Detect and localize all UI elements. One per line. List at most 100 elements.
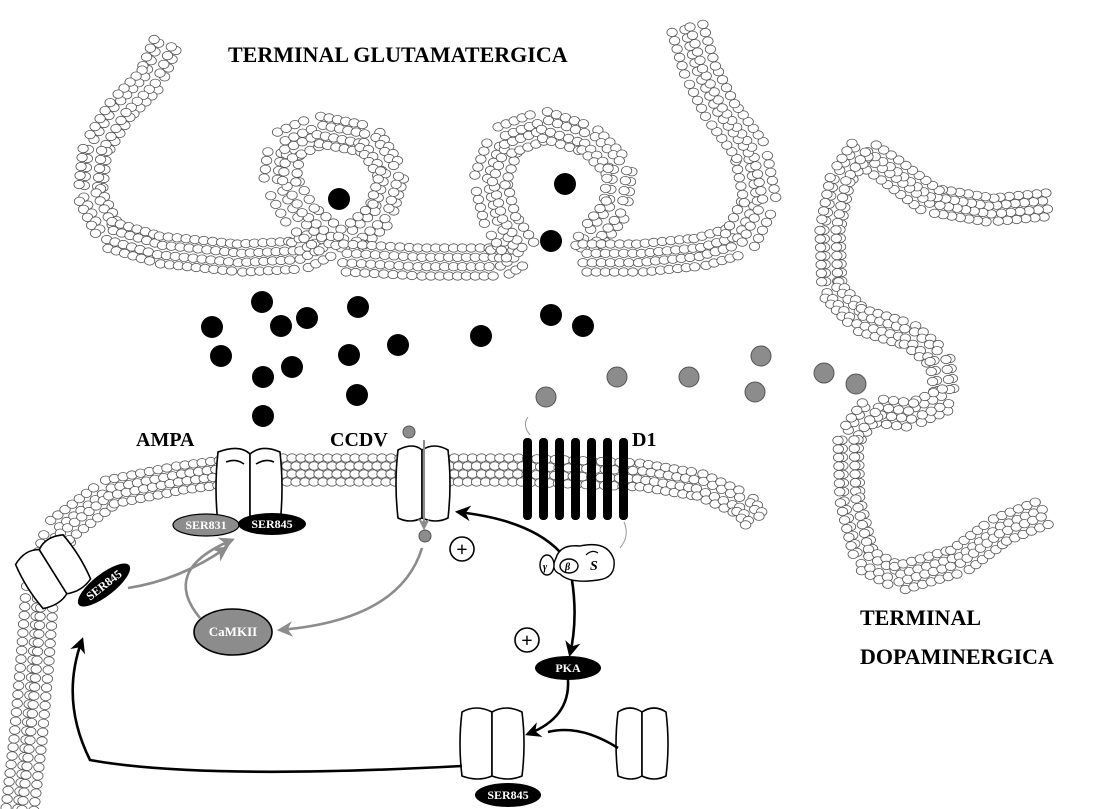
membrane-bead bbox=[277, 177, 287, 185]
membrane-bead bbox=[28, 701, 38, 709]
membrane-bead bbox=[223, 258, 233, 266]
glutamate-vesicle-dot bbox=[540, 230, 562, 252]
membrane-bead bbox=[679, 70, 689, 78]
membrane-bead bbox=[1036, 513, 1046, 521]
membrane-bead bbox=[14, 681, 24, 689]
membrane-bead bbox=[589, 212, 599, 220]
membrane-bead bbox=[952, 570, 962, 578]
membrane-bead bbox=[737, 190, 747, 198]
membrane-bead bbox=[10, 726, 20, 734]
membrane-bead bbox=[729, 100, 739, 108]
membrane-bead bbox=[908, 399, 918, 407]
membrane-bead bbox=[30, 683, 40, 691]
membrane-bead bbox=[393, 172, 403, 180]
membrane-bead bbox=[333, 232, 343, 240]
membrane-bead bbox=[1030, 498, 1040, 506]
membrane-bead bbox=[375, 167, 385, 175]
membrane-bead bbox=[90, 122, 100, 130]
membrane-bead bbox=[297, 209, 307, 217]
membrane-bead bbox=[384, 261, 394, 269]
membrane-bead bbox=[23, 754, 33, 762]
membrane-bead bbox=[513, 470, 523, 478]
glutamate-dot bbox=[572, 315, 594, 337]
membrane-bead bbox=[1, 803, 11, 809]
membrane-bead bbox=[667, 28, 677, 36]
membrane-bead bbox=[341, 268, 351, 276]
membrane-bead bbox=[100, 106, 110, 114]
d1-helix bbox=[523, 438, 532, 520]
glutamate-dot bbox=[296, 307, 318, 329]
membrane-bead bbox=[865, 416, 875, 424]
membrane-bead bbox=[479, 219, 489, 227]
membrane-bead bbox=[376, 242, 386, 250]
svg-text:+: + bbox=[521, 630, 532, 652]
membrane-bead bbox=[24, 745, 34, 753]
membrane-bead bbox=[757, 226, 767, 234]
membrane-bead bbox=[93, 173, 103, 181]
membrane-bead bbox=[842, 318, 852, 326]
membrane-bead bbox=[271, 200, 281, 208]
membrane-bead bbox=[733, 252, 743, 260]
membrane-bead bbox=[47, 613, 57, 621]
membrane-bead bbox=[771, 193, 781, 201]
reserve-to-insertion-arrow bbox=[73, 640, 462, 772]
membrane-bead bbox=[510, 212, 520, 220]
membrane-bead bbox=[684, 80, 694, 88]
membrane-bead bbox=[17, 646, 27, 654]
membrane-bead bbox=[898, 317, 908, 325]
ccdv-to-camkii-arrow bbox=[280, 548, 422, 630]
membrane-bead bbox=[361, 250, 371, 258]
membrane-bead bbox=[379, 270, 389, 278]
membrane-bead bbox=[403, 262, 413, 270]
membrane-bead bbox=[121, 108, 131, 116]
membrane-bead bbox=[350, 268, 360, 276]
membrane-bead bbox=[25, 736, 35, 744]
membrane-bead bbox=[942, 365, 952, 373]
membrane-bead bbox=[689, 475, 699, 483]
membrane-bead bbox=[43, 666, 53, 674]
membrane-bead bbox=[26, 727, 36, 735]
membrane-bead bbox=[85, 130, 95, 138]
membrane-bead bbox=[816, 261, 826, 269]
membrane-bead bbox=[831, 243, 841, 251]
glutamate-dot bbox=[210, 345, 232, 367]
membrane-bead bbox=[725, 92, 735, 100]
membrane-bead bbox=[1011, 215, 1021, 223]
membrane-bead bbox=[40, 701, 50, 709]
membrane-bead bbox=[753, 206, 763, 214]
membrane-bead bbox=[356, 260, 366, 268]
membrane-bead bbox=[753, 234, 763, 242]
membrane-bead bbox=[700, 112, 710, 120]
membrane-bead bbox=[18, 620, 28, 628]
membrane-bead bbox=[602, 174, 612, 182]
membrane-bead bbox=[360, 269, 370, 277]
membrane-bead bbox=[266, 192, 276, 200]
membrane-bead bbox=[31, 665, 41, 673]
membrane-bead bbox=[582, 219, 592, 227]
membrane-bead bbox=[993, 217, 1003, 225]
membrane-bead bbox=[1013, 191, 1023, 199]
membrane-bead bbox=[407, 271, 417, 279]
membrane-bead bbox=[18, 629, 28, 637]
glutamate-vesicle-dot bbox=[554, 173, 576, 195]
membrane-bead bbox=[1015, 207, 1025, 215]
membrane-bead bbox=[309, 204, 319, 212]
dopamine-dot bbox=[536, 387, 556, 407]
membrane-bead bbox=[749, 214, 759, 222]
membrane-bead bbox=[38, 719, 48, 727]
membrane-bead bbox=[721, 84, 731, 92]
membrane-bead bbox=[21, 771, 31, 779]
membrane-bead bbox=[832, 269, 842, 277]
membrane-bead bbox=[314, 247, 324, 255]
membrane-bead bbox=[90, 229, 100, 237]
membrane-bead bbox=[388, 161, 398, 169]
membrane-bead bbox=[318, 226, 328, 234]
membrane-bead bbox=[326, 252, 336, 260]
membrane-bead bbox=[741, 230, 751, 238]
membrane-bead bbox=[10, 717, 20, 725]
membrane-bead bbox=[881, 420, 891, 428]
membrane-bead bbox=[849, 436, 859, 444]
membrane-bead bbox=[603, 224, 613, 232]
membrane-bead bbox=[32, 780, 42, 788]
